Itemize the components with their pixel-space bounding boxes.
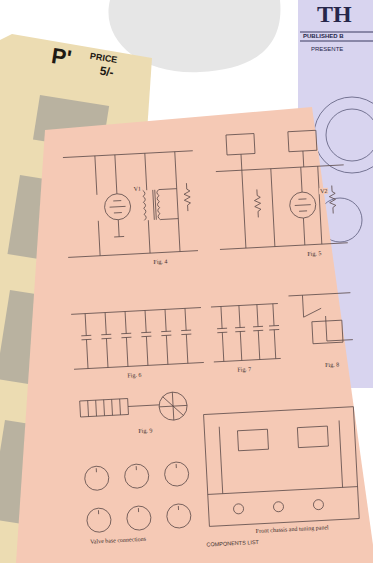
fig4-circuit — [63, 151, 198, 258]
fig7-capacitor-bank — [211, 304, 281, 362]
pink-page — [16, 107, 373, 563]
valve-label: V2 — [319, 188, 329, 195]
figure-label: Fig. 7 — [236, 366, 252, 373]
figure-label: Fig. 8 — [324, 361, 340, 368]
figure-label: Fig. 9 — [137, 427, 153, 434]
front-chassis-panel — [204, 407, 360, 527]
price-label: PRICE — [88, 52, 119, 66]
figure-label: Fig. 6 — [126, 372, 142, 379]
headline-text: P' — [49, 44, 74, 70]
fig9-battery-plug — [79, 391, 187, 425]
schematic-sheet: V1 V2Fig. 4 Fig. 5 Fig. 6 Fig. 7 Fig. 8 Fig. 9… — [54, 125, 368, 560]
valve-label: V1 — [133, 185, 143, 192]
masthead-text: TH — [316, 2, 353, 27]
price-value: 5/- — [98, 64, 116, 79]
fig5-circuit — [214, 129, 348, 250]
fig8-switch — [288, 293, 352, 345]
right-page-text: TH PUBLISHED B PRESENTE — [298, 0, 373, 70]
figure-caption: Valve base connections — [89, 536, 147, 545]
right-page-rules — [300, 32, 373, 41]
figure-label: Fig. 4 — [152, 258, 168, 265]
figure-caption: Front chassis and tuning panel — [255, 524, 330, 534]
fig6-capacitor-bank — [71, 308, 204, 370]
presents-line: PRESENTE — [310, 46, 344, 52]
publisher-line: PUBLISHED B — [302, 33, 345, 39]
section-heading: COMPONENTS LIST — [205, 540, 260, 549]
figure-label: Fig. 5 — [306, 250, 322, 257]
valve-base-diagrams — [84, 461, 191, 532]
